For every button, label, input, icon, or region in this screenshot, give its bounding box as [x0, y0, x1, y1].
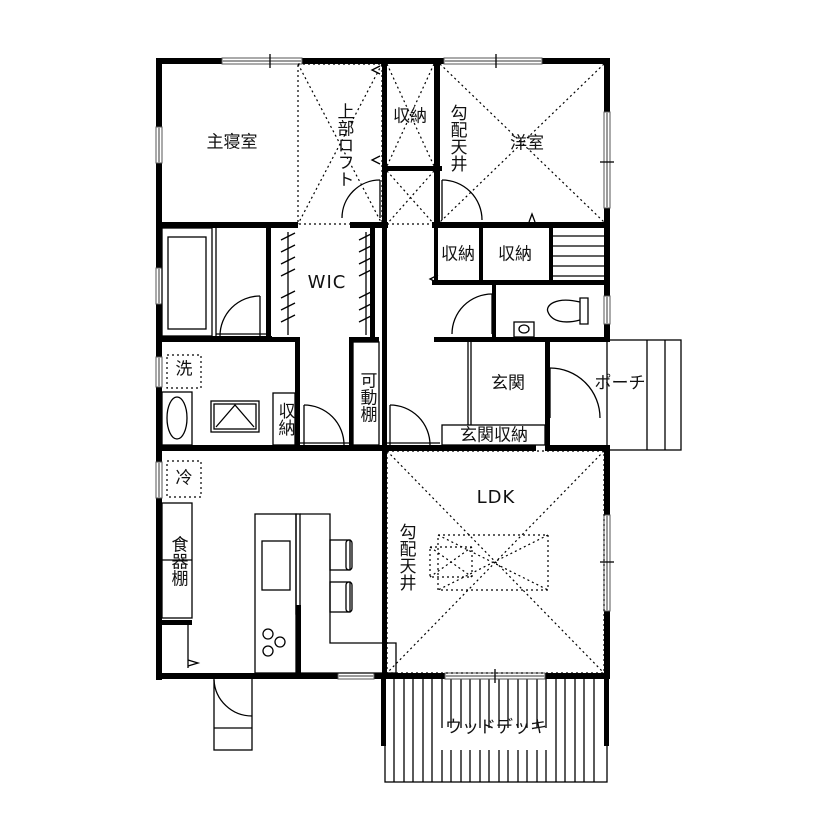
back-step	[213, 674, 253, 751]
room-label-sloped-ceiling-ldk: 勾配天井	[395, 523, 416, 591]
room-label-wood-deck: ウッドデッキ	[445, 717, 547, 738]
room-label-storage-small-1: 収納	[441, 244, 475, 265]
windows	[155, 54, 614, 683]
room-label-movable-shelf: 可動棚	[356, 371, 377, 423]
room-label-master-bedroom: 主寝室	[206, 132, 258, 153]
room-label-storage-small-2: 収納	[498, 244, 532, 265]
room-label-storage-wash: 収納	[274, 402, 295, 436]
room-label-storage-top: 収納	[393, 106, 427, 127]
wood-deck	[381, 675, 609, 783]
room-label-ldk: LDK	[476, 487, 516, 508]
room-label-loft-above: 上部ロフト	[333, 102, 354, 188]
fixtures	[161, 65, 604, 674]
room-label-porch: ポーチ	[594, 373, 646, 394]
room-label-entrance: 玄関	[491, 373, 525, 394]
room-label-western-room: 洋室	[510, 133, 544, 154]
doors	[216, 179, 601, 446]
room-label-cupboard: 食器棚	[167, 535, 188, 587]
interior-walls	[156, 58, 610, 678]
porch	[606, 339, 682, 451]
room-label-sloped-ceiling-western: 勾配天井	[446, 104, 467, 172]
room-label-wic: WIC	[307, 272, 347, 293]
fixture-label-fridge: 冷	[175, 468, 193, 489]
room-label-entrance-storage: 玄関収納	[460, 425, 528, 446]
ceiling-markers	[297, 63, 605, 674]
fixture-label-washer: 洗	[175, 359, 193, 380]
